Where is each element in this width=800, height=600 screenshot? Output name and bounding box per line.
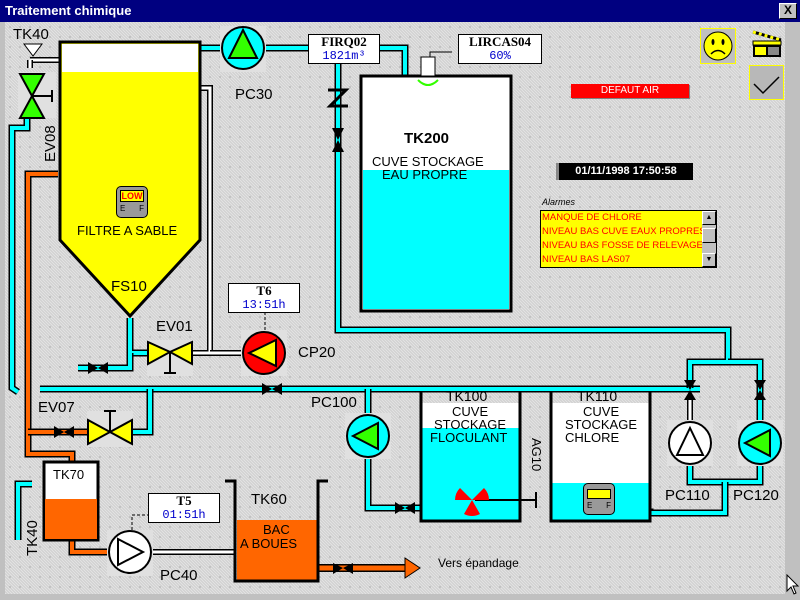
meter-lircas04-value: 60% xyxy=(489,49,511,63)
manual-valves[interactable] xyxy=(54,128,766,574)
scroll-down-button[interactable]: ▼ xyxy=(702,253,716,267)
label-tk200-desc2: EAU PROPRE xyxy=(382,167,468,182)
window-titlebar: Traitement chimique X xyxy=(0,0,800,22)
alarms-scrollbar[interactable]: ▲ ▼ xyxy=(702,211,716,267)
meter-t5-tag: T5 xyxy=(176,493,192,508)
window-frame-bottom xyxy=(0,594,800,600)
pump-pc30[interactable] xyxy=(220,26,266,72)
label-tk60-desc2: A BOUES xyxy=(240,536,298,551)
meter-lircas04[interactable]: LIRCAS04 60% xyxy=(458,34,542,64)
label-tk100-desc1: CUVE xyxy=(452,404,489,419)
defaut-air-indicator[interactable]: DEFAUT AIR xyxy=(571,84,689,98)
pipes-sludge xyxy=(24,170,405,572)
label-tk60: TK60 xyxy=(251,491,287,508)
label-tk200: TK200 xyxy=(404,130,450,147)
sand-filter-fs10[interactable] xyxy=(58,40,202,319)
label-ev08: EV08 xyxy=(42,125,59,162)
close-button[interactable]: X xyxy=(779,3,797,19)
alarm-item[interactable]: NIVEAU BAS FOSSE DE RELEVAGE xyxy=(542,240,703,251)
tank-tk70[interactable] xyxy=(42,460,100,542)
meter-lircas04-tag: LIRCAS04 xyxy=(468,34,532,49)
label-ev07: EV07 xyxy=(38,399,75,416)
tk40-inlet-funnel xyxy=(23,43,43,57)
label-tk110-desc2: STOCKAGE xyxy=(565,417,638,432)
label-cp20: CP20 xyxy=(298,344,336,361)
tank-tk60[interactable] xyxy=(225,479,328,583)
label-tk110-desc1: CUVE xyxy=(583,404,620,419)
pump-cp20[interactable] xyxy=(241,330,287,376)
meter-t6-tag: T6 xyxy=(256,283,272,298)
meter-firq02-tag: FIRQ02 xyxy=(321,34,367,49)
meter-t5[interactable]: T5 01:51h xyxy=(148,493,220,523)
checkmark-glyph xyxy=(753,76,780,95)
label-tk200-desc1: CUVE STOCKAGE xyxy=(372,154,484,169)
meter-firq02-value: 1821m³ xyxy=(322,49,366,63)
label-tk110: TK110 xyxy=(577,388,618,404)
alarm-item[interactable]: MANQUE DE CHLORE xyxy=(542,212,642,223)
alarm-item[interactable]: NIVEAU BAS LAS07 xyxy=(542,254,631,265)
meter-t6[interactable]: T6 13:51h xyxy=(228,283,300,313)
checkmark-icon[interactable] xyxy=(749,65,784,100)
outlet-arrow xyxy=(404,557,421,579)
filter-level-low-indicator: LOW xyxy=(120,190,144,202)
meter-t6-value: 13:51h xyxy=(242,298,286,312)
tank-tk100[interactable] xyxy=(419,392,522,523)
window-frame-right xyxy=(785,22,800,600)
label-ag10: AG10 xyxy=(529,438,544,472)
pump-pc110[interactable] xyxy=(667,420,713,466)
check-valve xyxy=(326,88,350,108)
label-fs10: FS10 xyxy=(111,278,147,295)
label-pc120: PC120 xyxy=(733,487,779,504)
label-tk60-desc1: BAC xyxy=(263,522,290,537)
level-sensor-lircas04 xyxy=(417,51,452,86)
meter-leaders xyxy=(131,312,266,530)
chlore-level-gauge[interactable]: E F xyxy=(583,483,615,515)
label-tk40-bottom: TK40 xyxy=(24,520,41,556)
label-pc40: PC40 xyxy=(160,567,198,584)
label-pc110: PC110 xyxy=(665,487,710,504)
window-title: Traitement chimique xyxy=(5,3,132,18)
label-tk100-desc3: FLOCULANT xyxy=(430,430,508,445)
sad-face-icon[interactable] xyxy=(700,28,736,64)
clapperboard-glyph xyxy=(752,30,782,57)
chlore-level-indicator xyxy=(587,489,611,499)
alarms-title: Alarmes xyxy=(542,197,576,207)
label-pc30: PC30 xyxy=(235,86,273,103)
scroll-up-button[interactable]: ▲ xyxy=(702,211,716,225)
gauge-empty-mark: E xyxy=(120,204,126,213)
label-tk40-top: TK40 xyxy=(13,26,49,43)
label-ev01: EV01 xyxy=(156,318,193,335)
gauge-full-mark: F xyxy=(606,501,611,510)
gauge-full-mark: F xyxy=(139,204,144,213)
pump-pc120[interactable] xyxy=(737,420,783,466)
pump-pc40[interactable] xyxy=(107,530,153,576)
sad-face-glyph xyxy=(703,31,733,61)
valve-ev08[interactable] xyxy=(18,72,56,119)
label-pc100: PC100 xyxy=(311,394,357,411)
meter-t5-value: 01:51h xyxy=(162,508,206,522)
label-tk100-desc2: STOCKAGE xyxy=(434,417,507,432)
mouse-cursor-icon xyxy=(786,574,800,595)
label-tk70: TK70 xyxy=(53,467,85,482)
pump-pc100[interactable] xyxy=(345,413,391,459)
alarm-item[interactable]: NIVEAU BAS CUVE EAUX PROPRES xyxy=(542,226,706,237)
datetime-display: 01/11/1998 17:50:58 xyxy=(556,163,693,180)
meter-firq02[interactable]: FIRQ02 1821m³ xyxy=(308,34,380,64)
alarms-list[interactable]: MANQUE DE CHLORE NIVEAU BAS CUVE EAUX PR… xyxy=(540,210,717,268)
pipes-water xyxy=(8,44,764,540)
tank-tk200[interactable] xyxy=(359,74,513,313)
valve-ev01[interactable] xyxy=(147,340,193,376)
label-tk110-desc3: CHLORE xyxy=(565,430,620,445)
scroll-thumb[interactable] xyxy=(702,228,716,243)
label-outlet: Vers épandage xyxy=(438,556,519,570)
filter-level-gauge[interactable]: LOW E F xyxy=(116,186,148,218)
label-filter: FILTRE A SABLE xyxy=(77,223,178,238)
agitator-ag10[interactable] xyxy=(455,488,537,516)
gauge-empty-mark: E xyxy=(587,501,593,510)
label-tk100: TK100 xyxy=(446,388,488,404)
clapperboard-icon[interactable] xyxy=(751,28,783,60)
valve-ev07[interactable] xyxy=(87,410,133,447)
